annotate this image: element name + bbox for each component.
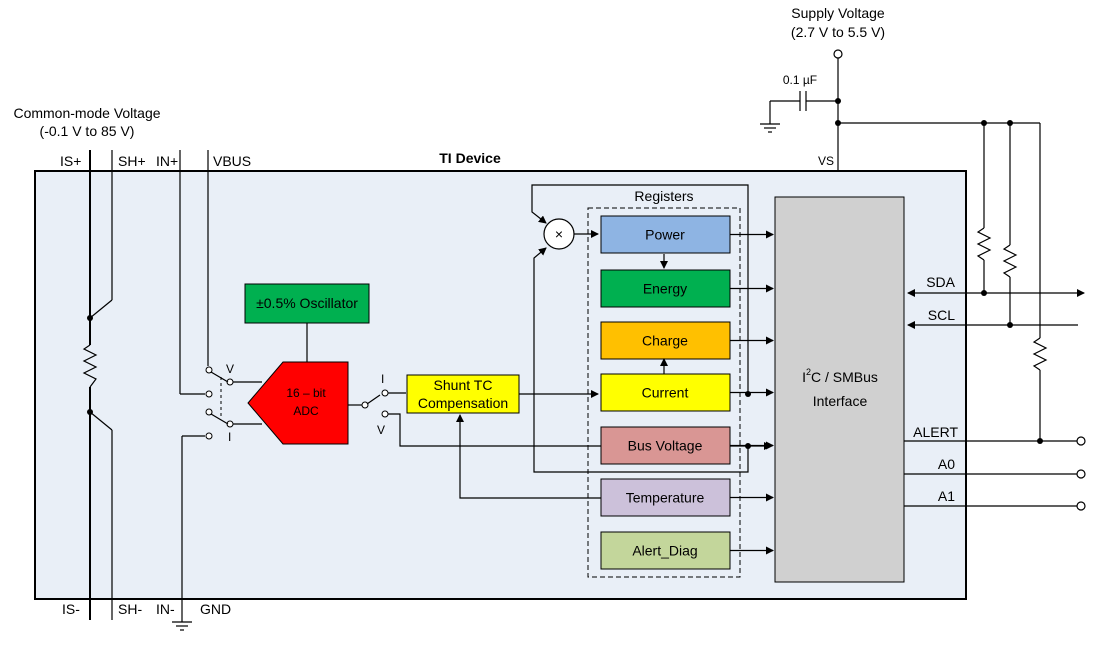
pin-in-plus: IN+ bbox=[156, 153, 178, 169]
interface-label: I2C / SMBus bbox=[802, 367, 878, 385]
mux-in-v: V bbox=[226, 362, 234, 376]
sda-label: SDA bbox=[926, 274, 955, 290]
register-bus-voltage bbox=[600, 426, 731, 465]
interface-label-2: Interface bbox=[813, 393, 868, 409]
resistor-scl bbox=[1002, 244, 1018, 278]
resistor-alert bbox=[1032, 337, 1048, 371]
shunt-resistor bbox=[82, 344, 98, 388]
pin-gnd: GND bbox=[200, 601, 231, 617]
ground-icon bbox=[172, 621, 192, 631]
alert-terminal bbox=[1076, 436, 1086, 446]
mux-out-i: I bbox=[381, 372, 384, 386]
alert-label: ALERT bbox=[913, 424, 958, 440]
cap-label: 0.1 µF bbox=[783, 73, 817, 87]
resistor-sda bbox=[976, 227, 992, 261]
multiplier-label: × bbox=[555, 226, 563, 242]
a1-terminal bbox=[1076, 501, 1086, 511]
register-label: Current bbox=[642, 385, 689, 401]
shunt-tc-label-2: Compensation bbox=[418, 395, 508, 411]
pin-is-plus: IS+ bbox=[60, 153, 81, 169]
vs-pin: VS bbox=[818, 154, 834, 168]
register-charge bbox=[600, 321, 731, 360]
pin-sh-plus: SH+ bbox=[118, 153, 146, 169]
registers-title: Registers bbox=[634, 188, 693, 204]
scl-label: SCL bbox=[928, 307, 955, 323]
common-mode-range: (-0.1 V to 85 V) bbox=[40, 123, 135, 139]
oscillator-label: ±0.5% Oscillator bbox=[256, 295, 358, 311]
adc-block bbox=[247, 361, 349, 445]
ground-icon bbox=[760, 123, 780, 133]
common-mode-label: Common-mode Voltage bbox=[13, 105, 160, 121]
pin-sh-minus: SH- bbox=[118, 601, 142, 617]
a1-label: A1 bbox=[938, 488, 955, 504]
device-title: TI Device bbox=[439, 150, 501, 166]
shunt-tc-label: Shunt TC bbox=[434, 377, 493, 393]
register-label: Alert_Diag bbox=[632, 543, 697, 559]
supply-range: (2.7 V to 5.5 V) bbox=[791, 24, 885, 40]
supply-label: Supply Voltage bbox=[791, 5, 885, 21]
adc-label-2: ADC bbox=[293, 404, 319, 418]
a0-terminal bbox=[1076, 469, 1086, 479]
register-power bbox=[600, 215, 731, 254]
mux-in-i: I bbox=[228, 430, 231, 444]
pin-in-minus: IN- bbox=[156, 601, 175, 617]
mux-out-v: V bbox=[377, 423, 385, 437]
interface-block bbox=[774, 196, 905, 583]
pin-vbus: VBUS bbox=[213, 153, 251, 169]
register-label: Power bbox=[645, 227, 685, 243]
register-label: Energy bbox=[643, 281, 687, 297]
register-alert-diag bbox=[600, 531, 731, 570]
register-label: Temperature bbox=[626, 490, 705, 506]
register-label: Charge bbox=[642, 333, 688, 349]
supply-terminal bbox=[833, 49, 843, 59]
adc-label: 16 – bit bbox=[286, 386, 326, 400]
register-energy bbox=[600, 269, 731, 308]
register-label: Bus Voltage bbox=[628, 438, 703, 454]
a0-label: A0 bbox=[938, 456, 955, 472]
oscillator-block bbox=[244, 283, 370, 324]
pin-is-minus: IS- bbox=[62, 601, 80, 617]
